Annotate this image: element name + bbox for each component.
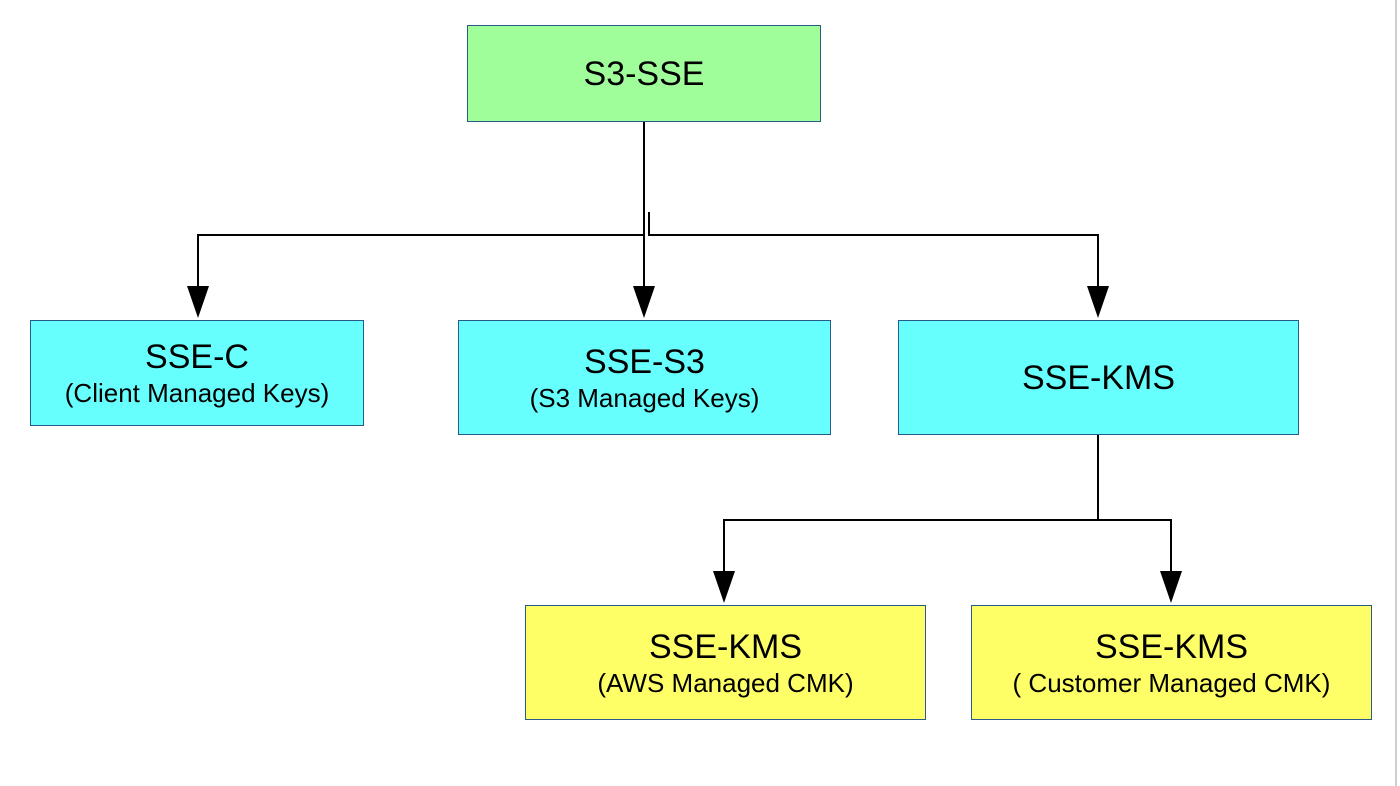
arrowhead-kms-aws — [713, 571, 735, 603]
node-kms-aws-subtitle: (AWS Managed CMK) — [597, 667, 854, 698]
edge-root-to-sse-kms — [648, 212, 1099, 288]
node-s3-sse: S3-SSE — [467, 25, 821, 122]
node-sse-kms-customer-managed: SSE-KMS ( Customer Managed CMK) — [971, 605, 1372, 720]
arrowhead-kms-customer — [1160, 571, 1182, 603]
node-kms-aws-title: SSE-KMS — [648, 627, 803, 666]
node-sse-c-title: SSE-C — [145, 338, 249, 376]
arrowhead-sse-kms — [1087, 286, 1109, 318]
edge-group-root — [187, 122, 1109, 318]
page-edge-divider — [1395, 0, 1397, 786]
node-s3-sse-title: S3-SSE — [583, 54, 705, 93]
node-sse-c-subtitle: (Client Managed Keys) — [64, 378, 330, 408]
edge-root-to-sse-c — [197, 122, 645, 288]
node-kms-customer-title: SSE-KMS — [1094, 627, 1249, 666]
edge-sse-kms-to-customer — [1098, 519, 1172, 573]
node-sse-kms-title: SSE-KMS — [1021, 358, 1176, 397]
node-sse-kms: SSE-KMS — [898, 320, 1299, 435]
node-sse-c: SSE-C (Client Managed Keys) — [30, 320, 364, 426]
arrowhead-sse-s3 — [633, 286, 655, 318]
node-sse-kms-aws-managed: SSE-KMS (AWS Managed CMK) — [525, 605, 926, 720]
node-kms-customer-subtitle: ( Customer Managed CMK) — [1012, 667, 1331, 698]
arrowhead-sse-c — [187, 286, 209, 318]
node-sse-s3: SSE-S3 (S3 Managed Keys) — [458, 320, 831, 435]
edge-sse-kms-to-aws — [723, 435, 1099, 573]
node-sse-s3-title: SSE-S3 — [584, 342, 705, 381]
node-sse-s3-subtitle: (S3 Managed Keys) — [529, 382, 760, 413]
edge-group-sse-kms — [713, 435, 1182, 603]
